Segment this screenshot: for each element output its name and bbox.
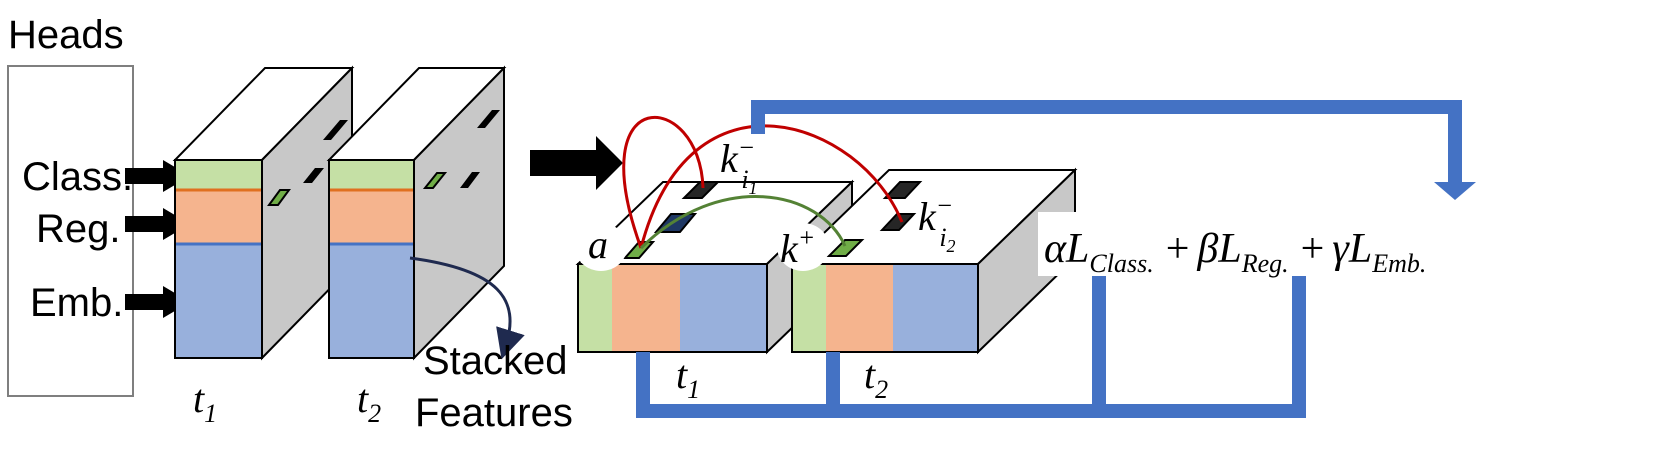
features-label: Features xyxy=(415,391,573,435)
embedding-loss-arrow xyxy=(751,100,1476,200)
loss-formula: αLClass.+βLReg.+γLEmb. xyxy=(1044,226,1426,278)
anchor-label: a xyxy=(588,222,608,267)
anchor-to-negative1-curve xyxy=(622,115,705,249)
anchor-patch xyxy=(622,241,656,259)
negative-patch-1 xyxy=(681,181,721,199)
left-t1-label: t1 xyxy=(193,376,217,428)
heads-box xyxy=(7,65,134,397)
positive-patch xyxy=(826,239,865,257)
negative-patch-2-top xyxy=(882,181,923,199)
loss-formula-bg xyxy=(1038,212,1668,276)
head-label-emb: Emb. xyxy=(30,281,123,325)
negative-label-1: k−i1 xyxy=(720,133,758,198)
heads-title: Heads xyxy=(8,13,124,57)
feature-block-t1 xyxy=(172,65,355,361)
class-reg-loss-arrows xyxy=(636,244,1320,418)
positive-label: k+ xyxy=(780,223,815,271)
head-label-reg: Reg. xyxy=(36,207,121,251)
feature-block-t2 xyxy=(326,65,507,361)
main-arrow xyxy=(530,136,623,190)
anchor-to-positive-curve xyxy=(639,195,847,250)
anchor-to-negative2-curve xyxy=(639,124,904,249)
negative-patch-2 xyxy=(879,213,917,231)
right-t1-label: t1 xyxy=(676,352,700,404)
stacked-label: Stacked xyxy=(423,339,568,383)
stacked-features-pointer xyxy=(409,256,525,360)
head-label-class: Class. xyxy=(22,155,133,199)
left-t2-label: t2 xyxy=(357,376,381,428)
negative-label-2: k−i2 xyxy=(918,191,956,256)
right-t2-label: t2 xyxy=(864,352,888,404)
